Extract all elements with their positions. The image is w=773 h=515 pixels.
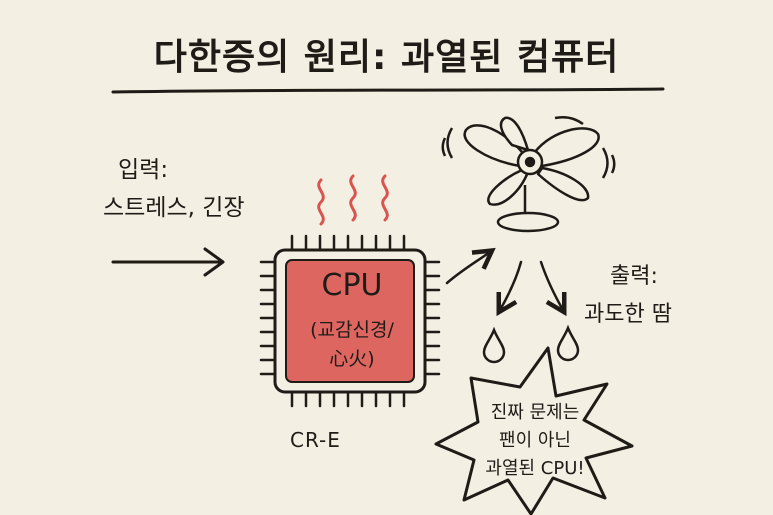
speech-burst — [434, 346, 634, 515]
sweat-drop-icon — [482, 326, 506, 364]
fan-icon — [441, 116, 616, 233]
page-title: 다한증의 원리: 과열된 컴퓨터 — [153, 37, 620, 78]
input-value: 스트레스, 긴장 — [103, 195, 245, 221]
cpu-chip-icon — [259, 234, 441, 408]
cpu-label: CPU — [321, 268, 383, 303]
output-value: 과도한 땀 — [584, 302, 672, 327]
arrow-right-icon — [111, 247, 225, 277]
output-label: 출력: — [610, 264, 658, 289]
curved-arrow-icon — [496, 260, 523, 317]
chip-mark: CR-E — [290, 428, 341, 452]
cpu-sublabel-line2: 心火) — [329, 348, 375, 370]
burst-text-line2: 팬이 아닌 — [499, 430, 571, 451]
burst-text-line3: 과열된 CPU! — [485, 458, 585, 479]
heat-waves-icon — [317, 174, 389, 226]
curved-arrow-icon — [539, 260, 567, 317]
curved-arrow-icon — [445, 247, 496, 285]
sweat-drop-icon — [556, 324, 580, 362]
input-label: 입력: — [118, 157, 169, 183]
burst-text-line1: 진짜 문제는 — [490, 402, 580, 423]
cpu-sublabel-line1: (교감신경/ — [310, 319, 394, 341]
title-underline — [111, 87, 665, 94]
